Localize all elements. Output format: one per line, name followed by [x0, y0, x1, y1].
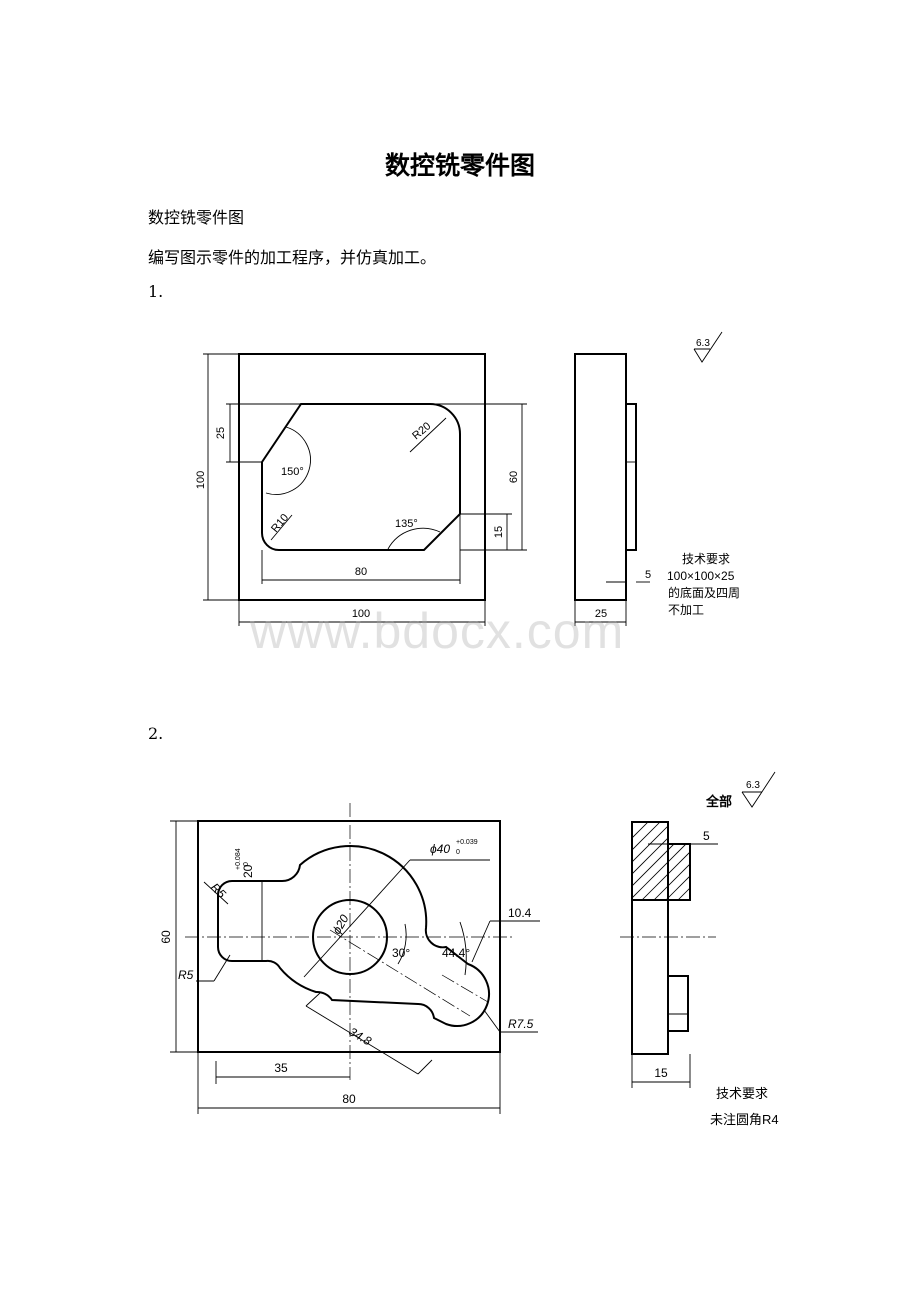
dim2-phi40: ϕ40 — [430, 842, 450, 856]
note-2-title: 技术要求 — [716, 1086, 768, 1101]
dim-80: 80 — [355, 566, 367, 578]
dim2-80: 80 — [342, 1092, 356, 1106]
note-2-line1: 未注圆角R4 — [710, 1112, 779, 1127]
tol-20-upper: +0.084 — [235, 848, 242, 870]
dim-5: 5 — [645, 569, 651, 581]
dim-150-angle: 150° — [281, 466, 304, 478]
part1-outline — [238, 353, 486, 601]
part2-boss-profile — [217, 845, 490, 1027]
dim2-44-angle: 44.4° — [442, 946, 470, 960]
item-2-label: 2. — [148, 724, 164, 743]
drawing-1: 100 25 150° R20 60 15 R10 135° 80 100 5 … — [195, 331, 740, 626]
roughness-value-2: 6.3 — [746, 780, 760, 791]
roughness-value-1: 6.3 — [696, 338, 710, 349]
note-1-line1: 100×100×25 — [667, 569, 735, 583]
part2-hole — [312, 899, 388, 975]
dim-100-vertical: 100 — [195, 471, 207, 489]
dim2-10-4: 10.4 — [508, 906, 532, 920]
dim2-30-angle: 30° — [392, 946, 410, 960]
item-1-label: 1. — [148, 282, 164, 301]
roughness-label-2: 全部 — [705, 794, 732, 809]
note-1-title: 技术要求 — [682, 552, 730, 566]
dim2-r5-bottom: R5 — [178, 968, 194, 982]
part1-pocket — [261, 403, 461, 551]
dim-25-side: 25 — [595, 608, 607, 620]
part2-side-view — [631, 821, 691, 1055]
roughness-symbol-1 — [693, 331, 723, 363]
dim-135-angle: 135° — [395, 518, 418, 530]
dim2-35: 35 — [274, 1061, 288, 1075]
watermark: www.bdocx.com — [250, 603, 625, 659]
dim-15: 15 — [493, 526, 505, 538]
dim2-15: 15 — [654, 1066, 668, 1080]
dim-100-horizontal: 100 — [352, 608, 370, 620]
dim2-5: 5 — [703, 829, 710, 843]
note-1-line3: 不加工 — [668, 603, 704, 617]
subtitle-text: 数控铣零件图 — [148, 208, 245, 227]
dim2-r7-5: R7.5 — [508, 1017, 534, 1031]
note-1-line2: 的底面及四周 — [668, 585, 740, 600]
part2-outline — [197, 820, 501, 1053]
tol-40-upper: +0.039 — [456, 839, 478, 846]
page-title: 数控铣零件图 — [384, 151, 535, 180]
dim2-60: 60 — [159, 930, 173, 944]
dim2-20: 20 — [241, 864, 255, 878]
instruction-text: 编写图示零件的加工程序，并仿真加工。 — [148, 248, 437, 267]
tol-40-lower: 0 — [456, 849, 460, 856]
dim-25: 25 — [215, 427, 227, 439]
roughness-symbol-2 — [741, 771, 776, 808]
dim2-phi20: ϕ20 — [329, 912, 351, 937]
tol-20-lower: 0 — [243, 862, 250, 866]
dim-60: 60 — [508, 471, 520, 483]
